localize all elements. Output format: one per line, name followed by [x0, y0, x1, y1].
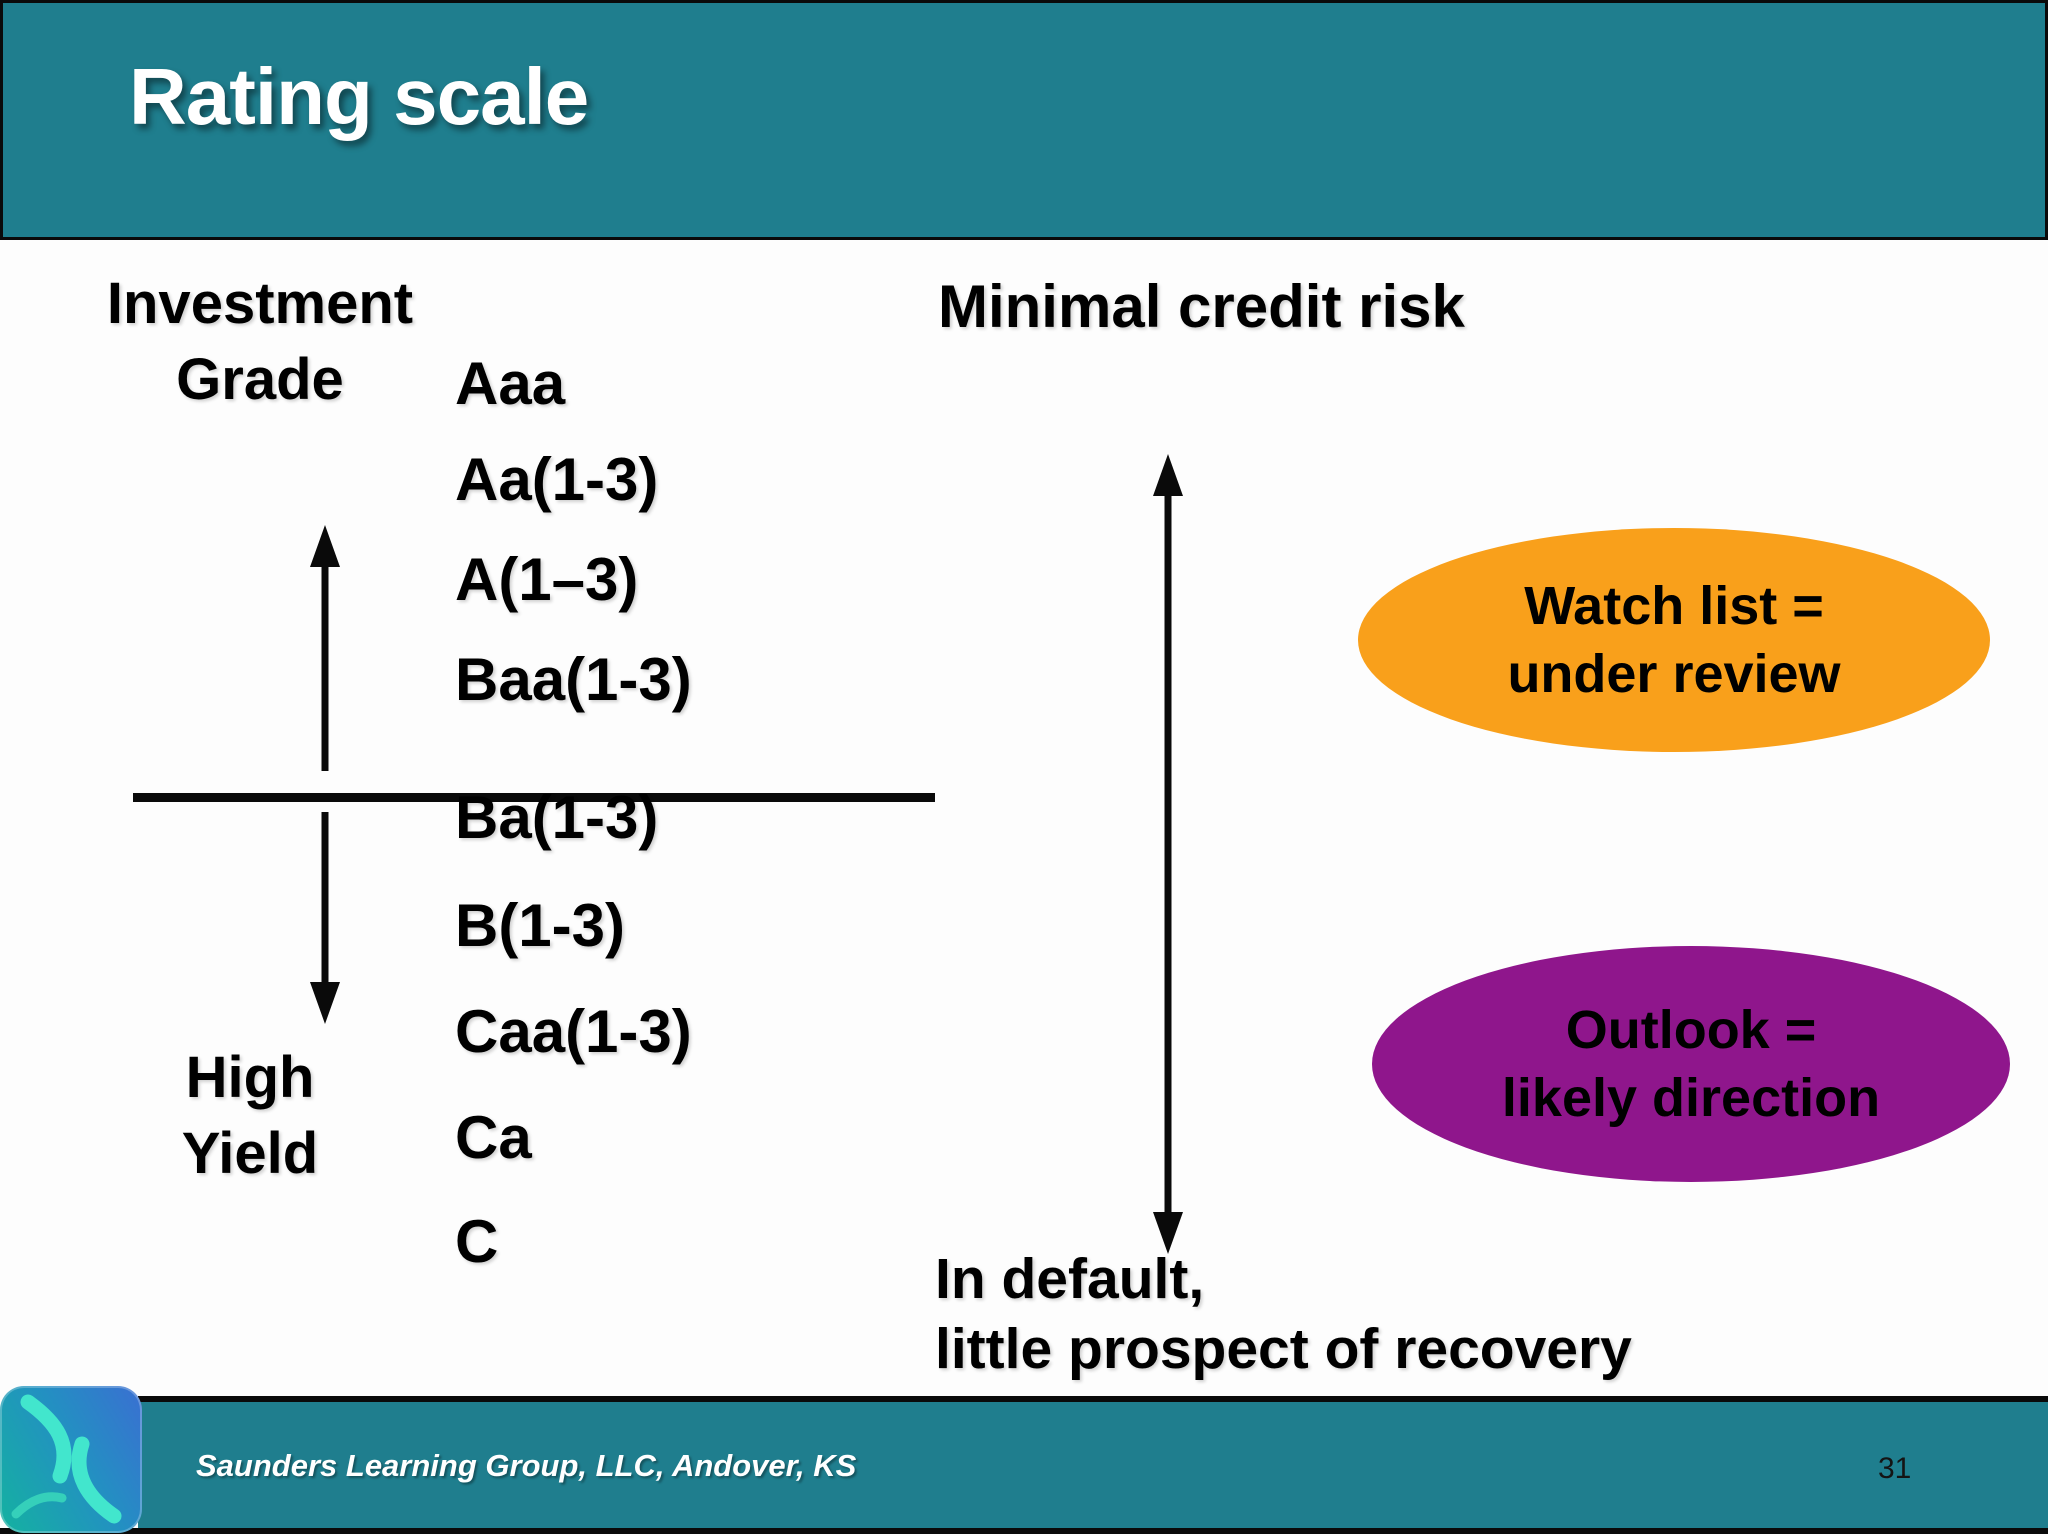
logo-swirl-icon: [11, 1394, 122, 1524]
double-headed-arrow-icon: [1153, 454, 1183, 1254]
watch-list-callout: Watch list = under review: [1358, 528, 1990, 752]
rating-item-baa: Baa(1-3): [455, 646, 692, 713]
rating-item-caa: Caa(1-3): [455, 998, 692, 1065]
rating-item-a: A(1–3): [455, 546, 639, 613]
high-yield-line2: Yield: [181, 1121, 319, 1186]
footer-text: Saunders Learning Group, LLC, Andover, K…: [196, 1448, 857, 1483]
in-default-line2: little prospect of recovery: [935, 1317, 1632, 1381]
minimal-credit-risk-label: Minimal credit risk: [938, 273, 1465, 340]
slide-header: Rating scale: [0, 0, 2048, 240]
footer-bottom-divider: [0, 1528, 2048, 1534]
rating-item-b: B(1-3): [455, 892, 626, 959]
outlook-line2: likely direction: [1501, 1068, 1881, 1128]
investment-highyield-divider-line: [133, 793, 935, 802]
watch-list-line1: Watch list =: [1524, 576, 1824, 636]
rating-item-ba: Ba(1-3): [455, 784, 659, 851]
outlook-callout: Outlook = likely direction: [1372, 946, 2010, 1182]
up-arrow-icon: [310, 525, 340, 771]
in-default-label: In default, little prospect of recovery: [935, 1244, 1632, 1384]
in-default-line1: In default,: [935, 1247, 1205, 1311]
page-number: 31: [1878, 1452, 1912, 1485]
investment-grade-line2: Grade: [176, 347, 344, 412]
outlook-line1: Outlook =: [1565, 1000, 1817, 1060]
rating-item-c: C: [455, 1208, 499, 1275]
investment-grade-line1: Investment: [106, 271, 414, 336]
saunders-logo: [0, 1386, 142, 1533]
investment-grade-label: Investment Grade: [95, 266, 425, 418]
page-title: Rating scale: [129, 52, 589, 141]
rating-item-ca: Ca: [455, 1104, 532, 1171]
rating-item-aaa: Aaa: [455, 350, 566, 417]
watch-list-line2: under review: [1507, 644, 1841, 704]
footer-top-divider: [138, 1396, 2048, 1402]
high-yield-line1: High: [185, 1045, 315, 1110]
rating-item-aa: Aa(1-3): [455, 446, 659, 513]
footer-bar: [138, 1402, 2048, 1528]
down-arrow-icon: [310, 812, 340, 1024]
high-yield-label: High Yield: [120, 1040, 380, 1192]
